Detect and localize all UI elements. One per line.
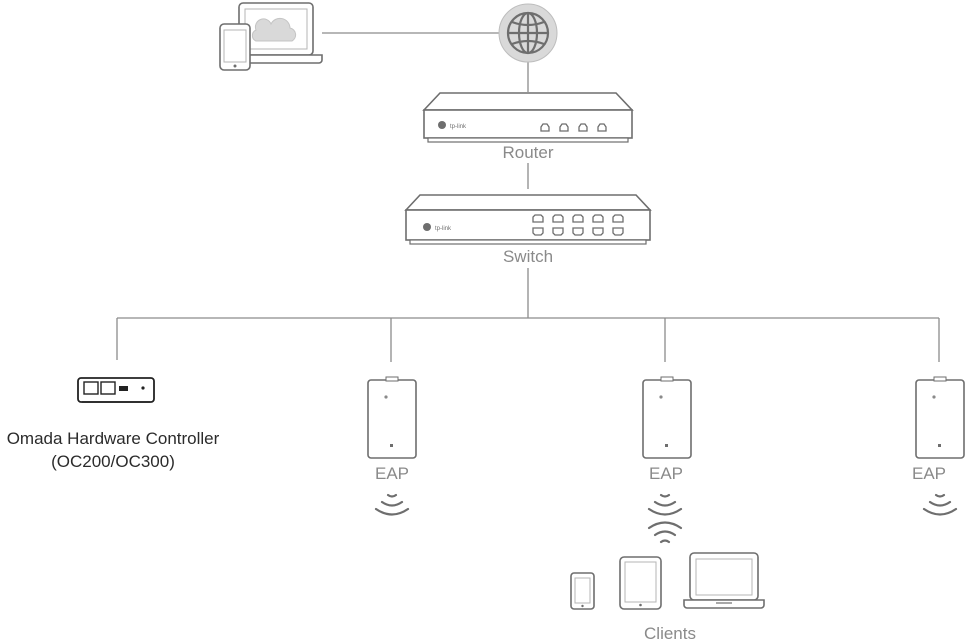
eap-icon	[915, 376, 965, 459]
eap-label-1: EAP	[374, 464, 410, 483]
switch-icon: tp-link	[404, 194, 652, 245]
switch-brand-text: tp-link	[435, 226, 452, 232]
laptop-icon	[683, 552, 765, 609]
globe-icon	[498, 3, 558, 63]
connection-lines	[116, 32, 940, 362]
router-icon: tp-link	[422, 92, 634, 143]
phone-icon	[570, 572, 595, 610]
eap-icon	[642, 376, 692, 459]
clients-label: Clients	[644, 624, 696, 643]
wifi-signal-icon	[922, 493, 958, 516]
wifi-signal-icon	[374, 493, 410, 516]
eap-label-3: EAP	[911, 464, 947, 483]
eap-label-2: EAP	[648, 464, 684, 483]
controller-icon	[77, 377, 155, 403]
controller-label-line2: (OC200/OC300)	[51, 452, 175, 471]
controller-label-line1: Omada Hardware Controller	[6, 429, 220, 448]
switch-label: Switch	[502, 247, 554, 266]
tablet-icon	[619, 556, 662, 610]
laptop-cloud-icon	[233, 2, 323, 64]
phone-icon	[219, 23, 251, 71]
router-brand-text: tp-link	[450, 124, 467, 130]
wifi-signal-icon	[647, 493, 683, 516]
eap-icon	[367, 376, 417, 459]
wifi-signal-icon	[647, 521, 683, 544]
controller-label: Omada Hardware Controller (OC200/OC300)	[0, 427, 226, 473]
router-label: Router	[502, 143, 554, 162]
